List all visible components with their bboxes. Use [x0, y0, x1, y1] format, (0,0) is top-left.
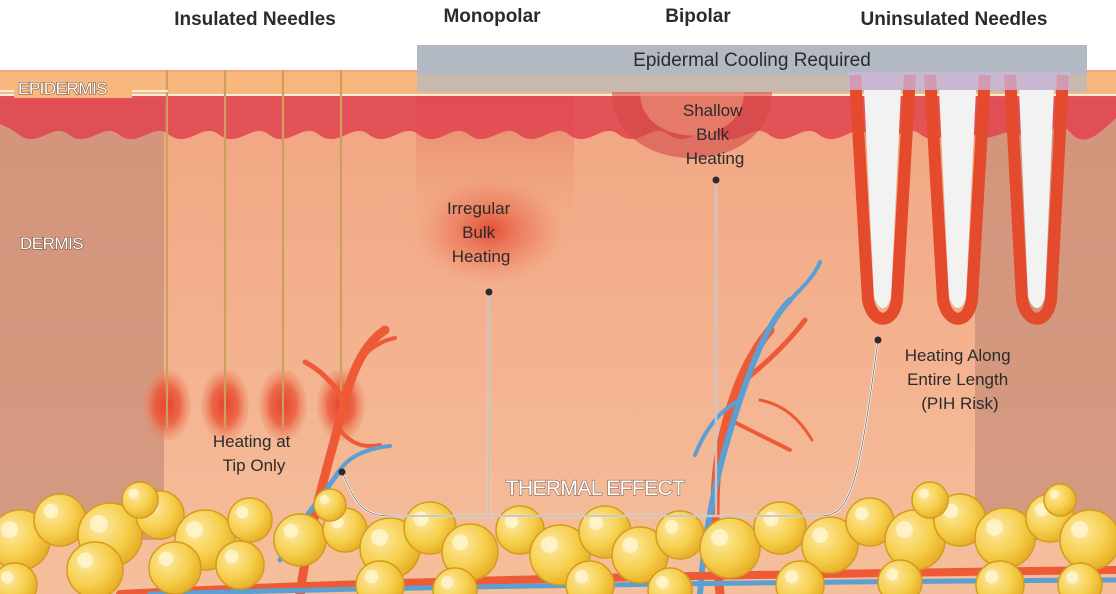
fat-highlight [711, 529, 728, 546]
fat-lobule [122, 482, 158, 518]
fat-highlight [985, 570, 998, 583]
fat-lobule [912, 482, 948, 518]
fat-highlight [785, 570, 798, 583]
epidermis-label: EPIDERMIS [18, 79, 107, 98]
fat-highlight [665, 520, 678, 533]
header-bipolar: Bipolar [665, 6, 731, 27]
cooling-banner-label: Epidermal Cooling Required [633, 50, 871, 71]
fat-highlight [320, 495, 329, 504]
fat-highlight [371, 529, 388, 546]
fat-highlight [77, 552, 93, 568]
fat-highlight [414, 512, 429, 527]
fat-highlight [452, 534, 468, 550]
header-insulated-needles: Insulated Needles [174, 9, 336, 30]
fat-highlight [986, 519, 1003, 536]
fat-highlight [441, 576, 453, 588]
monopolar-dot [486, 289, 493, 296]
fat-highlight [812, 527, 828, 543]
bipolar-dot [713, 177, 720, 184]
header-monopolar: Monopolar [443, 6, 541, 27]
fat-highlight [365, 570, 378, 583]
thermal-effect-label: THERMAL EFFECT [506, 477, 685, 500]
fat-highlight [159, 552, 174, 567]
fat-highlight [1, 521, 18, 538]
fat-lobule [216, 541, 264, 589]
insulated-dot [339, 469, 346, 476]
uninsulated-annotation: Heating Along Entire Length (PIH Risk) [905, 346, 1016, 413]
uninsulated-dot [875, 337, 882, 344]
header-uninsulated-needles: Uninsulated Needles [861, 9, 1048, 30]
fat-lobule [1044, 484, 1076, 516]
uninsulated-needles [848, 72, 1070, 319]
fat-highlight [225, 550, 238, 563]
fat-highlight [589, 516, 604, 531]
fat-highlight [236, 506, 248, 518]
fat-highlight [656, 576, 668, 588]
fat-highlight [541, 536, 558, 553]
fat-highlight [764, 512, 779, 527]
fat-highlight [44, 504, 59, 519]
fat-lobule [656, 511, 704, 559]
fat-highlight [186, 521, 203, 538]
fat-highlight [622, 537, 638, 553]
dermis-label: DERMIS [20, 234, 83, 253]
fat-lobule [67, 542, 123, 594]
fat-highlight [1071, 521, 1088, 538]
fat-lobule [754, 502, 806, 554]
fat-highlight [886, 568, 898, 580]
fat-lobule [314, 489, 346, 521]
fat-highlight [90, 515, 108, 533]
fat-lobule [274, 514, 326, 566]
fat-highlight [1066, 571, 1078, 583]
fat-lobule [700, 518, 760, 578]
fat-highlight [129, 489, 139, 499]
fat-lobule [1060, 510, 1116, 570]
fat-lobule [149, 542, 201, 594]
fat-highlight [1050, 490, 1059, 499]
dermis-side-band-left [0, 100, 164, 540]
fat-lobule [228, 498, 272, 542]
fat-highlight [575, 570, 588, 583]
fat-highlight [855, 507, 868, 520]
fat-highlight [1, 571, 13, 583]
fat-highlight [919, 489, 929, 499]
fat-highlight [896, 521, 913, 538]
fat-highlight [284, 524, 299, 539]
